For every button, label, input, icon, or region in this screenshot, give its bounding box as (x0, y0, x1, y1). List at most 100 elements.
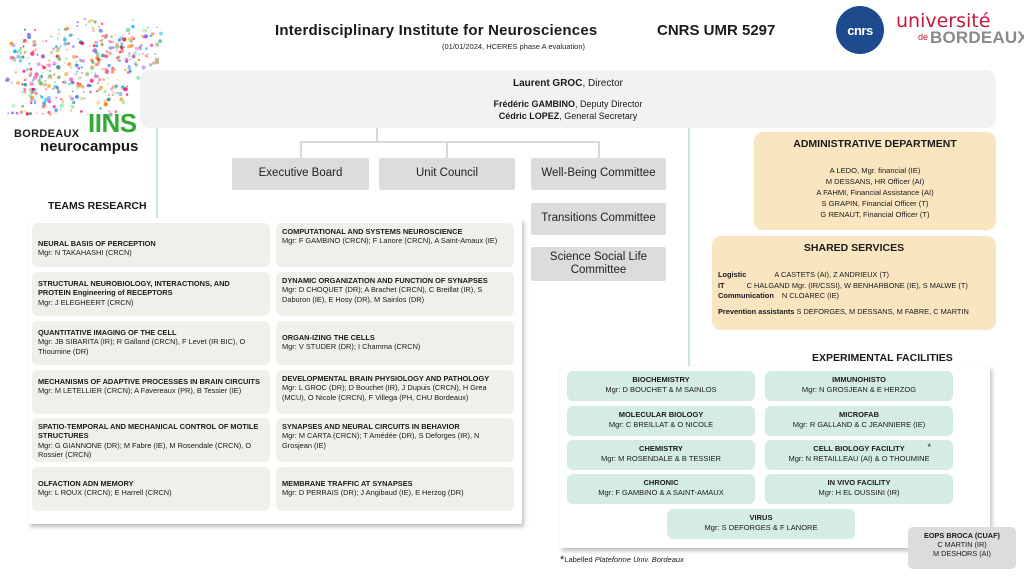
logo-dot (56, 64, 61, 70)
logo-dot (94, 41, 99, 45)
facility-members: Mgr: R GALLAND & C JEANNIERE (IE) (792, 419, 926, 429)
logo-dot (61, 100, 65, 103)
logo-dot (140, 34, 143, 37)
logo-dot (42, 101, 47, 106)
logo-dot (40, 54, 46, 59)
logo-dot (29, 67, 33, 71)
logo-dot (41, 112, 44, 115)
logo-dot (159, 31, 163, 36)
logo-dot (49, 50, 54, 55)
logo-dot (75, 55, 79, 59)
iins-logo-dots (5, 17, 163, 118)
team-card: SPATIO-TEMPORAL AND MECHANICAL CONTROL O… (32, 418, 270, 462)
label-star-marker: * (927, 442, 931, 452)
logo-dot (52, 88, 54, 90)
logo-dot (45, 63, 48, 66)
logo-dot (88, 84, 92, 88)
shared-label: Logistic (718, 270, 747, 279)
logo-dot (33, 99, 37, 103)
logo-dot (109, 98, 112, 101)
logo-dot (55, 48, 60, 53)
facility-members: Mgr: H EL OUSSINI (IR) (818, 487, 900, 497)
logo-dot (67, 42, 70, 45)
logo-dot (102, 78, 106, 82)
logo-dot (79, 76, 82, 79)
logo-dot (11, 103, 16, 108)
logo-dot (90, 18, 94, 22)
logo-dot (90, 71, 94, 74)
connector-line (446, 141, 448, 158)
team-members: Mgr: M LETELLIER (CRCN); A Favereaux (PR… (38, 386, 242, 396)
logo-dot (22, 45, 25, 48)
logo-dot (106, 83, 109, 86)
logo-dot (23, 90, 27, 94)
logo-dot (42, 82, 47, 87)
logo-dot (80, 72, 83, 75)
logo-dot (15, 111, 19, 115)
facility-card: MICROFAB Mgr: R GALLAND & C JEANNIERE (I… (765, 406, 953, 436)
logo-dot (21, 40, 24, 43)
logo-dot (54, 108, 59, 112)
logo-dot (114, 110, 118, 114)
facility-card: MOLECULAR BIOLOGY Mgr: C BREILLAT & O NI… (567, 406, 755, 436)
team-card: OLFACTION ADN MEMORY Mgr: L ROUX (CRCN);… (32, 467, 270, 511)
connector-line (376, 128, 378, 142)
logo-dot (56, 37, 59, 40)
logo-dot (63, 36, 66, 39)
logo-dot (70, 96, 75, 101)
logo-dot (151, 61, 156, 65)
logo-dot (92, 29, 95, 32)
logo-dot (118, 92, 123, 97)
team-name: MECHANISMS OF ADAPTIVE PROCESSES IN BRAI… (38, 377, 260, 386)
facility-name: IN VIVO FACILITY (827, 478, 891, 487)
facility-name: IMMUNOHISTO (831, 375, 887, 384)
logo-dot (97, 60, 101, 64)
logo-dot (72, 34, 75, 37)
logo-dot (110, 70, 115, 74)
team-name: ORGAN-IZING THE CELLS (282, 333, 375, 342)
shared-label: IT (718, 281, 725, 290)
logo-dot (70, 66, 73, 69)
logo-dot (155, 42, 160, 47)
logo-dot (145, 47, 148, 50)
logo-dot (68, 94, 72, 99)
logo-dot (34, 72, 39, 77)
team-members: Mgr: L ROUX (CRCN); E Harrell (CRCN) (38, 488, 172, 498)
logo-dot (116, 56, 120, 59)
logo-dot (59, 108, 62, 111)
logo-dot (97, 25, 101, 29)
team-card: SYNAPSES AND NEURAL CIRCUITS IN BEHAVIOR… (276, 418, 514, 462)
logo-dot (80, 66, 83, 69)
unit-council-box: Unit Council (379, 158, 515, 190)
institute-title: Interdisciplinary Institute for Neurosci… (275, 22, 598, 39)
logo-dot (119, 59, 122, 62)
logo-dot (44, 88, 48, 91)
logo-dot (115, 49, 118, 52)
iins-logo-bordeaux: BORDEAUX (14, 128, 80, 140)
logo-dot (19, 110, 24, 114)
shared-services-panel: SHARED SERVICES Logistic A CASTETS (AI),… (712, 236, 996, 330)
logo-dot (121, 34, 124, 36)
logo-dot (35, 112, 38, 115)
logo-dot (58, 47, 61, 49)
logo-dot (125, 28, 130, 32)
logo-dot (117, 38, 121, 42)
logo-dot (53, 81, 56, 84)
logo-dot (77, 67, 81, 70)
logo-dot (33, 75, 38, 80)
logo-dot (54, 45, 58, 49)
connector-line (156, 128, 158, 218)
logo-dot (103, 102, 108, 107)
logo-dot (25, 77, 28, 81)
footnote-prefix: Labelled (564, 555, 595, 564)
logo-dot (156, 26, 159, 29)
logo-dot (41, 64, 43, 67)
team-name: QUANTITATIVE IMAGING OF THE CELL (38, 328, 177, 337)
logo-dot (63, 42, 68, 46)
logo-dot (150, 32, 155, 36)
logo-dot (74, 72, 78, 76)
logo-dot (111, 85, 116, 89)
logo-dot (23, 88, 27, 91)
logo-dot (9, 55, 14, 60)
logo-dot (87, 20, 91, 24)
